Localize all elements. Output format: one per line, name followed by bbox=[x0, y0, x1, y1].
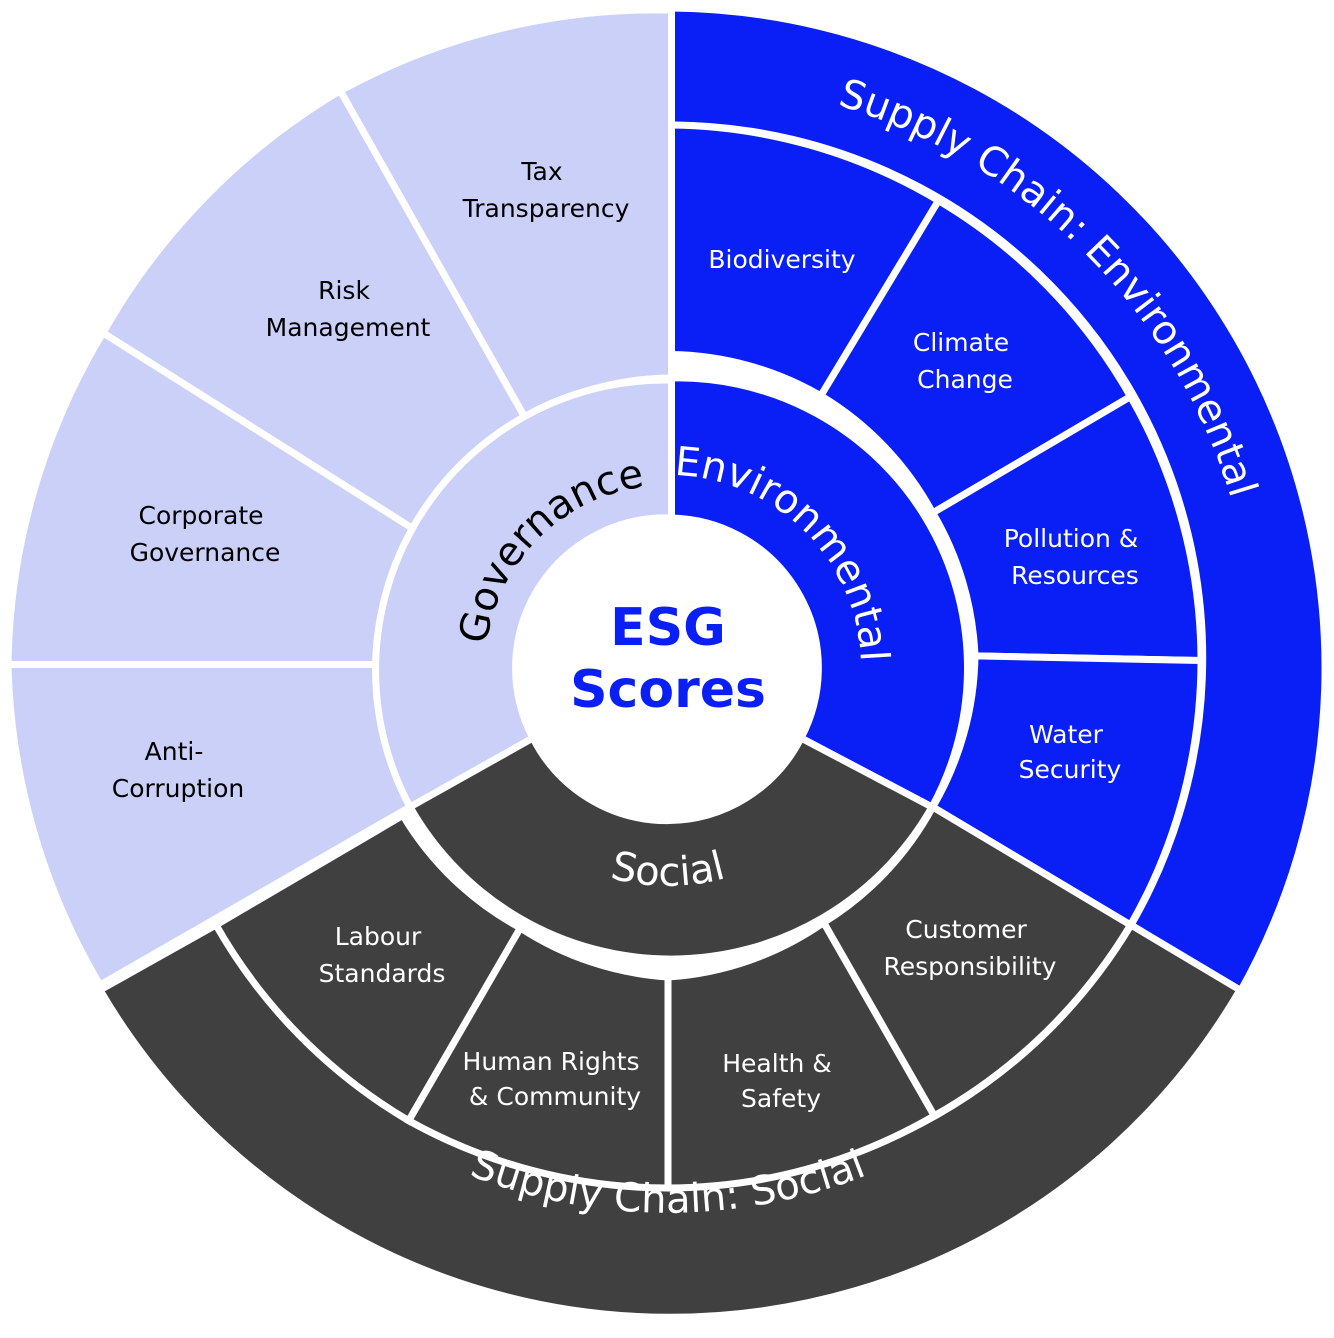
topic-label-human-rights-community: Human Rights & Community bbox=[463, 1047, 648, 1111]
topic-label-health-safety: Health & Safety bbox=[722, 1049, 840, 1113]
topic-label-labour-standards: Labour Standards bbox=[319, 922, 446, 988]
topic-label-pollution-resources: Pollution & Resources bbox=[1004, 524, 1147, 590]
category-label-social: Social bbox=[607, 843, 729, 896]
segment-environmental[interactable] bbox=[668, 374, 971, 812]
center-title-line2: Scores bbox=[570, 660, 766, 720]
topic-label-corporate-governance: Corporate Governance bbox=[130, 501, 281, 567]
segment-governance[interactable] bbox=[372, 376, 675, 812]
topic-label-water-security: Water Security bbox=[1019, 720, 1122, 784]
topic-label-risk-management: Risk Management bbox=[266, 276, 431, 342]
segment-social[interactable] bbox=[405, 733, 937, 963]
topic-label-tax-transparency: Tax Transparency bbox=[462, 157, 630, 223]
topic-label-biodiversity: Biodiversity bbox=[708, 245, 855, 274]
topic-label-anti-corruption: Anti- Corruption bbox=[112, 737, 244, 803]
topic-label-climate-change: Climate Change bbox=[913, 328, 1017, 394]
topic-label-customer-responsibility: Customer Responsibility bbox=[884, 915, 1057, 981]
center-title-line1: ESG bbox=[610, 598, 726, 658]
center-hub bbox=[518, 518, 818, 818]
